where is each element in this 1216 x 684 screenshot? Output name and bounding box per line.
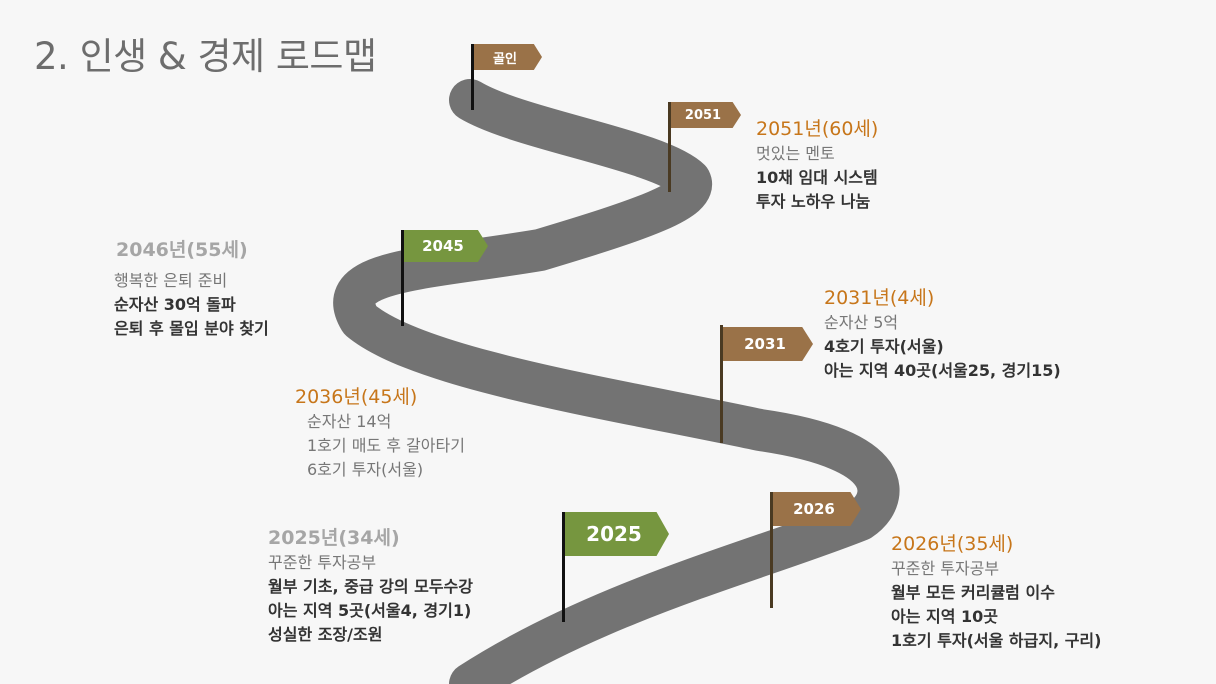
- milestone-2036: 2036년(45세) 순자산 14억 1호기 매도 후 갈아타기 6호기 투자(…: [295, 385, 465, 482]
- milestone-line: 투자 노하우 나눔: [756, 192, 871, 211]
- milestone-line: 은퇴 후 몰입 분야 찾기: [114, 319, 269, 338]
- milestone-2025: 2025년(34세) 꾸준한 투자공부 월부 기초, 중급 강의 모두수강 아는…: [268, 526, 473, 647]
- milestone-line: 꾸준한 투자공부: [268, 553, 377, 572]
- page-title: 2. 인생 & 경제 로드맵: [34, 35, 377, 78]
- milestone-line: 멋있는 멘토: [756, 144, 835, 163]
- milestone-line: 월부 모든 커리큘럼 이수: [891, 583, 1055, 602]
- flag-pole: [401, 230, 404, 326]
- milestone-2051: 2051년(60세) 멋있는 멘토 10채 임대 시스템 투자 노하우 나눔: [756, 117, 878, 214]
- milestone-line: 순자산 30억 돌파: [114, 295, 236, 314]
- flag-2025: 2025: [565, 512, 669, 556]
- flag-2031: 2031: [723, 327, 813, 361]
- milestone-heading: 2026년(35세): [891, 533, 1014, 555]
- milestone-2046: 2046년(55세) 행복한 은퇴 준비 순자산 30억 돌파 은퇴 후 몰입 …: [114, 238, 269, 341]
- milestone-line: 1호기 매도 후 갈아타기: [307, 436, 465, 455]
- flag-pole: [668, 102, 671, 192]
- milestone-line: 성실한 조장/조원: [268, 625, 383, 644]
- milestone-line: 순자산 5억: [824, 313, 899, 332]
- flag-goal: 골인: [474, 44, 542, 70]
- flag-pole: [471, 44, 474, 110]
- milestone-heading: 2051년(60세): [756, 118, 879, 140]
- milestone-heading: 2046년(55세): [116, 239, 248, 261]
- flag-2045: 2045: [404, 230, 488, 262]
- milestone-heading: 2036년(45세): [295, 386, 418, 408]
- milestone-line: 4호기 투자(서울): [824, 337, 944, 356]
- milestone-2031: 2031년(4세) 순자산 5억 4호기 투자(서울) 아는 지역 40곳(서울…: [824, 286, 1061, 383]
- milestone-line: 6호기 투자(서울): [307, 460, 424, 479]
- milestone-line: 꾸준한 투자공부: [891, 559, 1000, 578]
- milestone-line: 행복한 은퇴 준비: [114, 271, 228, 290]
- milestone-line: 아는 지역 5곳(서울4, 경기1): [268, 601, 472, 620]
- milestone-line: 아는 지역 40곳(서울25, 경기15): [824, 361, 1061, 380]
- flag-pole: [770, 492, 773, 608]
- milestone-line: 10채 임대 시스템: [756, 168, 878, 187]
- milestone-line: 1호기 투자(서울 하급지, 구리): [891, 631, 1102, 650]
- flag-pole: [562, 512, 565, 622]
- milestone-line: 순자산 14억: [307, 412, 392, 431]
- milestone-line: 아는 지역 10곳: [891, 607, 999, 626]
- milestone-heading: 2031년(4세): [824, 287, 935, 309]
- milestone-2026: 2026년(35세) 꾸준한 투자공부 월부 모든 커리큘럼 이수 아는 지역 …: [891, 532, 1101, 653]
- flag-2051: 2051: [671, 102, 741, 128]
- milestone-heading: 2025년(34세): [268, 527, 400, 549]
- flag-2026: 2026: [773, 492, 861, 526]
- flag-pole: [720, 325, 723, 443]
- milestone-line: 월부 기초, 중급 강의 모두수강: [268, 577, 473, 596]
